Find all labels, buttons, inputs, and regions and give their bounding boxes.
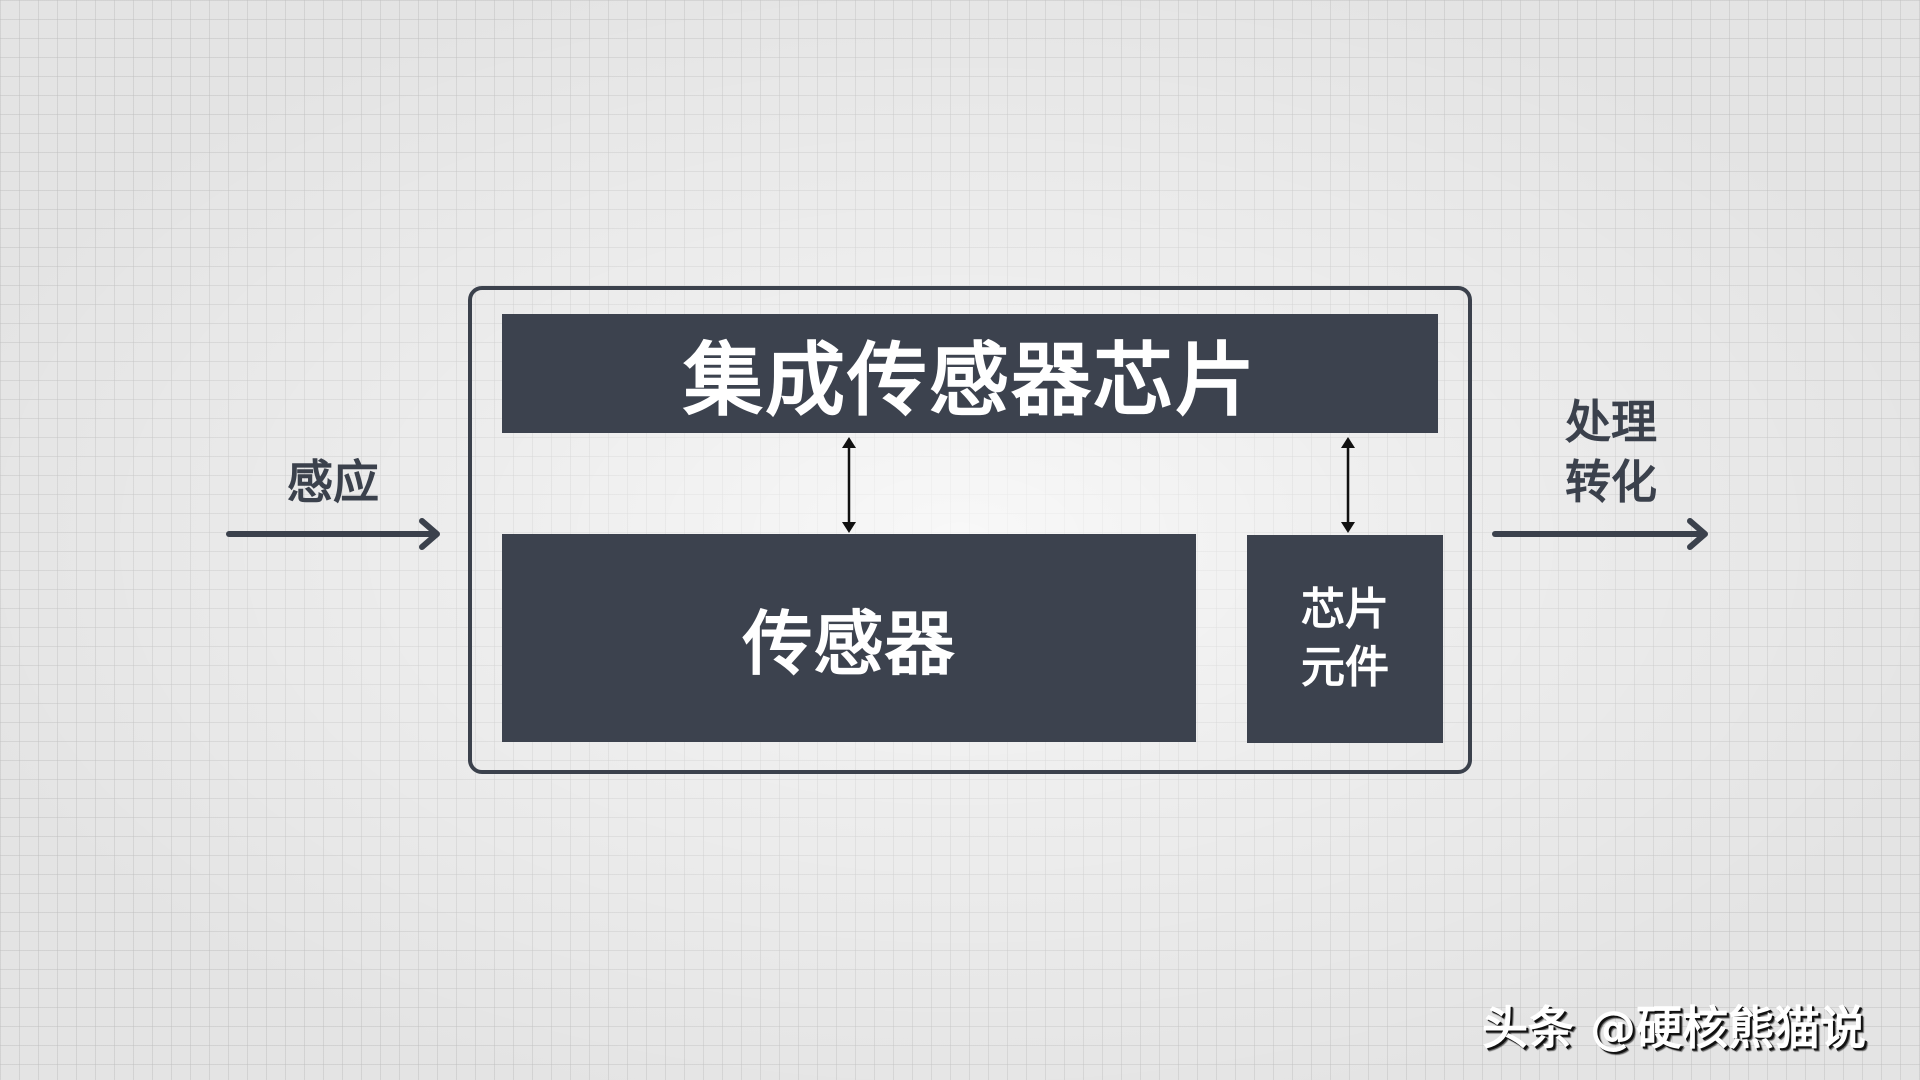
chip-link-double-arrow-icon [1341,437,1355,533]
input-arrow-icon [226,518,440,550]
sensor-label: 传感器 [742,602,956,685]
integrated-sensor-chip-block: 集成传感器芯片 [502,314,1438,433]
integrated-sensor-chip-label: 集成传感器芯片 [683,333,1257,427]
sensor-block: 传感器 [502,534,1196,742]
chip-component-label-line2: 元件 [1301,642,1389,693]
sensor-link-double-arrow-icon [842,437,856,533]
chip-component-label-line1: 芯片 [1301,584,1389,635]
watermark: 头条 @硬核熊猫说 [1482,1001,1867,1055]
output-label-line1: 处理 [1565,395,1657,449]
chip-component-block: 芯片 元件 [1247,535,1443,743]
output-arrow-icon [1492,518,1708,550]
output-label-line2: 转化 [1565,455,1657,509]
integrated-chip-frame [468,286,1472,774]
input-label: 感应 [287,455,379,509]
output-label: 处理 转化 [1548,392,1674,512]
